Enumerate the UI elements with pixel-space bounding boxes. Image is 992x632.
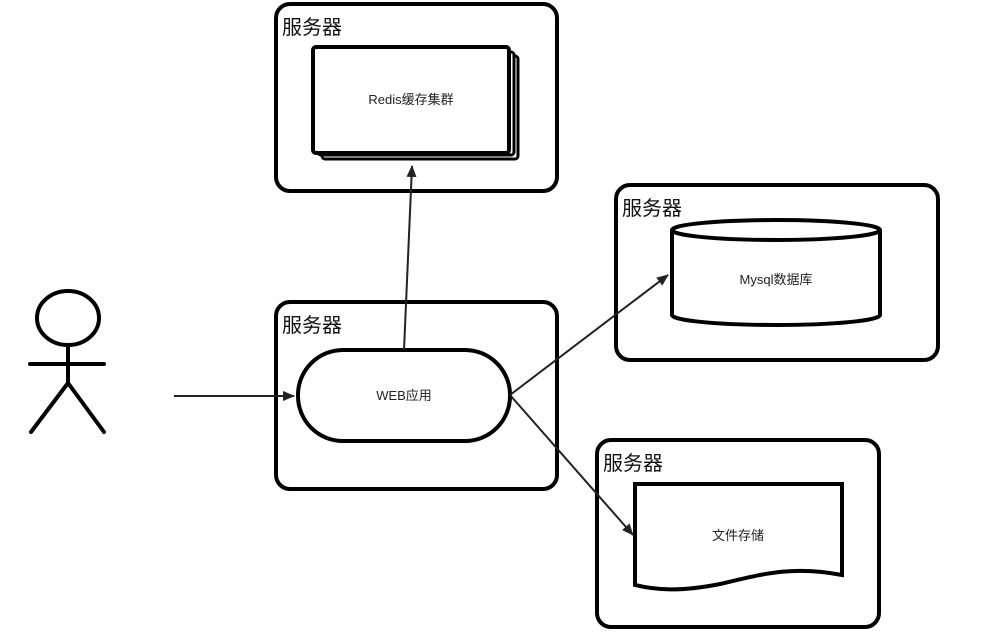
- server-redis[interactable]: 服务器 Redis缓存集群: [274, 2, 559, 193]
- server-label: 服务器: [603, 451, 663, 475]
- server-label: 服务器: [622, 196, 682, 220]
- user-actor-icon: [28, 289, 106, 434]
- server-label: 服务器: [282, 15, 342, 39]
- server-web[interactable]: 服务器 WEB应用: [274, 300, 559, 491]
- web-app-label: WEB应用: [376, 388, 432, 403]
- file-storage-label: 文件存储: [712, 528, 764, 543]
- edge-web-to-file-storage[interactable]: [509, 394, 634, 536]
- cylinder-top: [670, 218, 882, 242]
- stack-layer-1: [311, 45, 511, 155]
- server-mysql[interactable]: 服务器 Mysql数据库: [614, 183, 940, 362]
- cylinder-body: [670, 230, 882, 327]
- actor-right-leg: [66, 381, 106, 434]
- actor-head: [35, 289, 101, 347]
- actor-left-leg: [29, 381, 70, 434]
- web-app-node[interactable]: WEB应用: [296, 348, 512, 443]
- edge-web-to-mysql[interactable]: [509, 274, 669, 396]
- mysql-database-node[interactable]: Mysql数据库: [670, 218, 882, 327]
- mysql-database-label: Mysql数据库: [740, 272, 813, 287]
- file-storage-node[interactable]: 文件存储: [633, 482, 844, 592]
- server-file-storage[interactable]: 服务器 文件存储: [595, 438, 881, 629]
- server-label: 服务器: [282, 313, 342, 337]
- redis-cluster-label: Redis缓存集群: [368, 92, 453, 107]
- document-shape: [633, 482, 844, 592]
- edge-web-to-redis[interactable]: [403, 165, 417, 351]
- redis-cluster-node[interactable]: Redis缓存集群: [311, 45, 520, 161]
